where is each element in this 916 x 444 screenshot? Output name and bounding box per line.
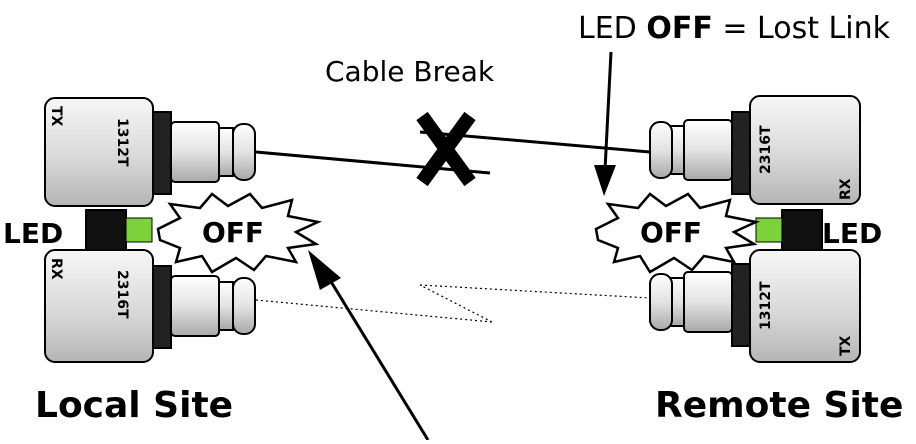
lost-link-suffix-text: = Lost Link [722,11,890,46]
remote-tx-connector [649,271,733,333]
remote-tx-label: TX [838,335,854,356]
local-tx-model: 1312T [114,118,130,167]
lost-link-arrow [594,51,616,196]
cable-break-x-mark [416,111,476,187]
local-off-state-label: OFF [202,216,265,249]
remote-rx-connector [649,119,733,181]
remote-rx-module [649,95,861,205]
local-off-burst [156,192,323,274]
remote-led-indicator [755,209,823,251]
remote-rx-model: 2316T [758,125,774,174]
remote-tx-model: 1312T [758,281,774,330]
remote-site-title: Remote Site [655,385,904,426]
remote-tx-module [649,249,861,363]
local-rx-module [44,249,256,363]
lost-link-led-text: LED [578,11,637,46]
lost-link-annotation: LED OFF = Lost Link [578,14,890,44]
remote-off-burst [594,192,761,274]
remote-led-label: LED [822,217,883,250]
local-tx-connector [170,121,256,183]
remote-rx-label: RX [838,178,854,200]
local-rx-label: RX [48,258,64,280]
local-led-label: LED [3,217,64,250]
local-led-indicator [85,209,153,251]
local-site-title: Local Site [35,385,234,426]
pointer-arrow [308,250,430,441]
remote-off-state-label: OFF [640,216,703,249]
lost-link-off-text: OFF [646,11,713,46]
local-tx-module [44,97,256,207]
local-rx-model: 2316T [114,270,130,319]
cable-break-label: Cable Break [325,55,495,88]
local-tx-label: TX [48,106,64,127]
local-rx-connector [170,275,256,337]
idle-cable-dotted [255,284,651,323]
